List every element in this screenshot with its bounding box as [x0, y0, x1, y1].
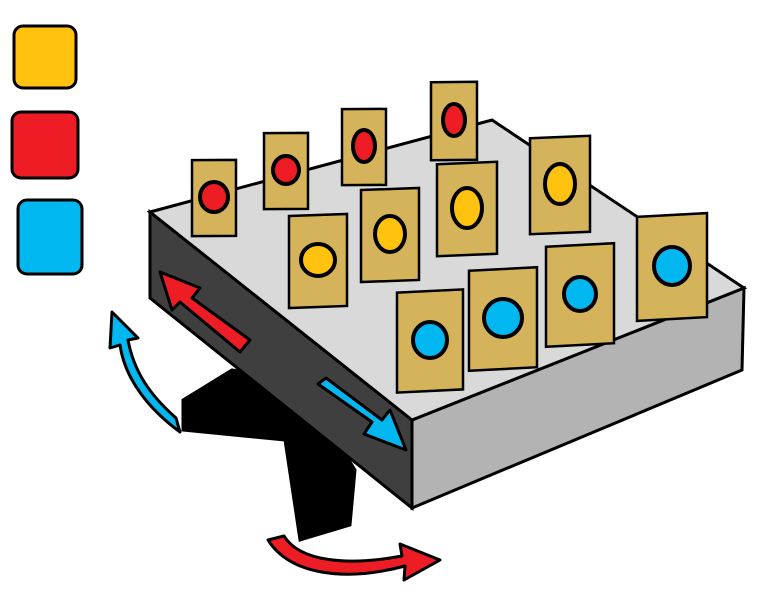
legend-swatch-blue — [16, 198, 84, 276]
sample-dot-red — [441, 102, 467, 138]
sample-dot-red — [271, 154, 301, 186]
sample-dot-red — [198, 180, 230, 214]
color-legend — [10, 24, 84, 276]
sample-dot-yellow — [373, 214, 407, 254]
sample-dot-yellow — [450, 186, 484, 230]
sample-dot-blue — [562, 275, 598, 313]
legend-swatch-yellow — [12, 24, 78, 90]
sample-card-grid — [190, 80, 709, 394]
curved-arrow-red — [266, 534, 442, 582]
sample-dot-blue — [411, 320, 449, 360]
legend-swatch-red — [10, 110, 80, 180]
sample-dot-blue — [652, 245, 692, 287]
side-arrow-red — [158, 270, 252, 354]
sample-dot-blue — [482, 297, 524, 339]
side-arrow-blue — [316, 376, 408, 452]
curved-arrow-blue — [108, 310, 182, 434]
sample-dot-red — [351, 128, 377, 164]
sample-dot-yellow — [299, 242, 337, 278]
sample-dot-yellow — [543, 162, 577, 206]
